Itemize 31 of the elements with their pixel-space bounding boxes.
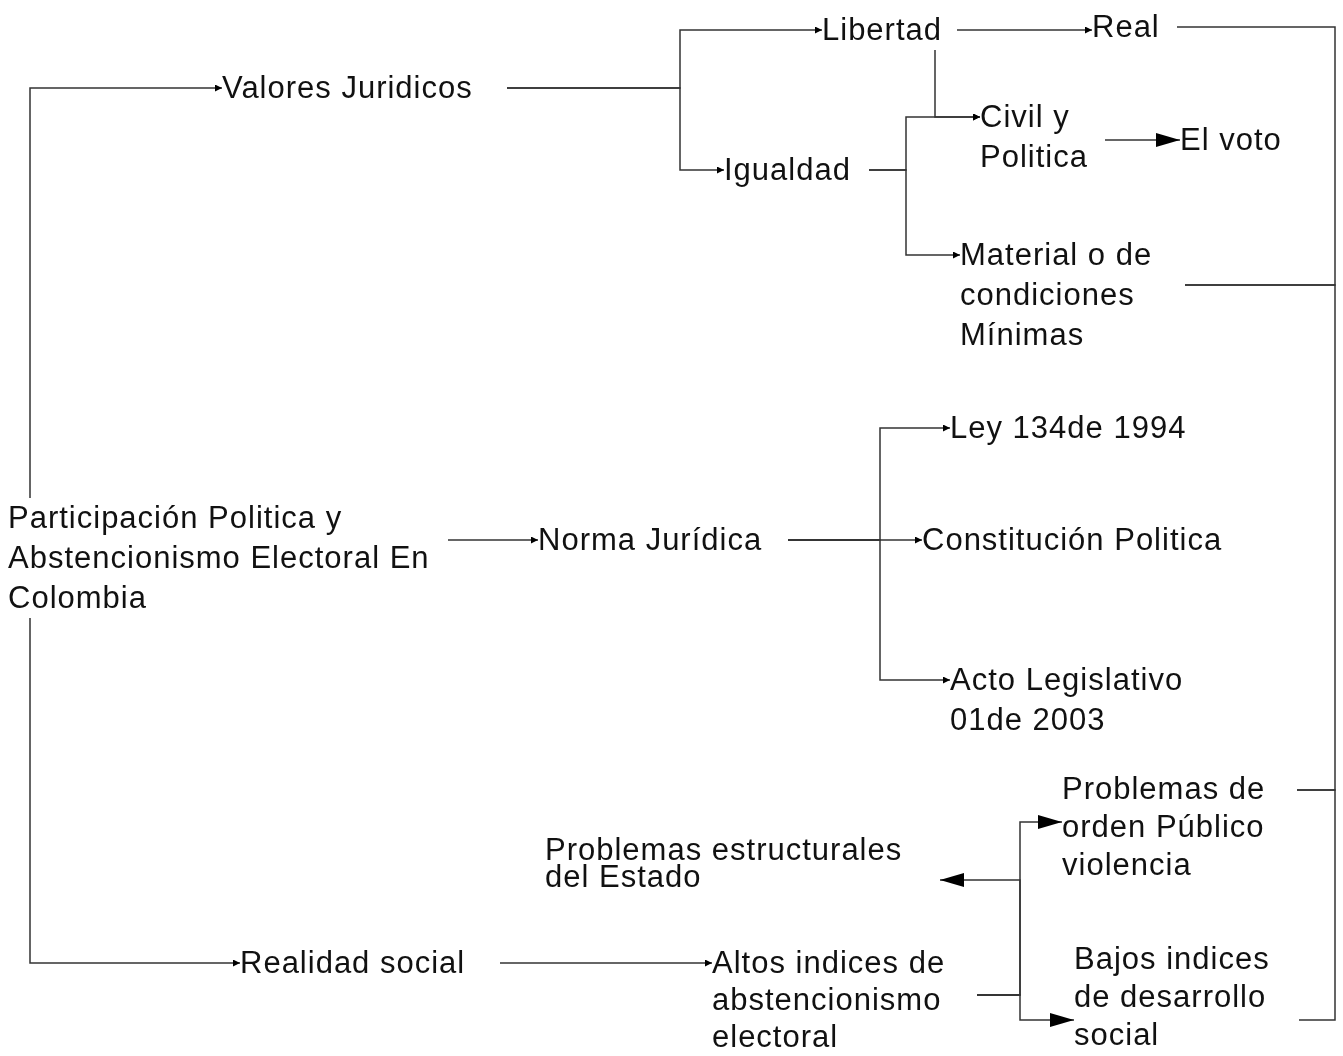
node-label: Bajos indices de desarrollo social (1074, 940, 1271, 1054)
node-label: Norma Jurídica (538, 521, 764, 559)
node-label: Igualdad (724, 151, 852, 189)
arrow (447, 536, 539, 544)
node-label: El voto (1180, 121, 1283, 159)
node-label: Constitución Politica (922, 521, 1224, 559)
arrow (29, 617, 241, 967)
node-label: Problemas de orden Público violencia (1062, 770, 1267, 884)
arrow (956, 26, 1093, 34)
node-label: Civil y Politica (980, 98, 1089, 176)
node-label: Material o de condiciones Mínimas (960, 236, 1154, 354)
arrow (506, 87, 725, 174)
arrow (787, 539, 951, 684)
node-label: Altos indices de abstencionismo electoral (712, 944, 947, 1055)
arrow (1104, 133, 1181, 147)
node-label: Ley 134de 1994 (950, 409, 1188, 447)
bracket-line (1296, 789, 1336, 1021)
node-label: Realidad social (240, 944, 467, 982)
node-label: Real (1092, 8, 1161, 46)
bracket-line (1184, 284, 1336, 791)
node-label: Participación Politica y Abstencionismo Electoral En Colombia (8, 499, 431, 617)
node-label: Problemas estructurales del Estado (545, 836, 904, 890)
node-label: Acto Legislativo 01de 2003 (950, 661, 1185, 739)
arrow (976, 994, 1075, 1027)
bracket-line (1176, 26, 1336, 286)
arrow (499, 959, 713, 967)
arrow (939, 873, 1021, 996)
node-label: Libertad (822, 11, 944, 49)
node-label: Valores Juridicos (222, 69, 474, 107)
arrow (29, 84, 223, 499)
arrow (868, 169, 961, 259)
